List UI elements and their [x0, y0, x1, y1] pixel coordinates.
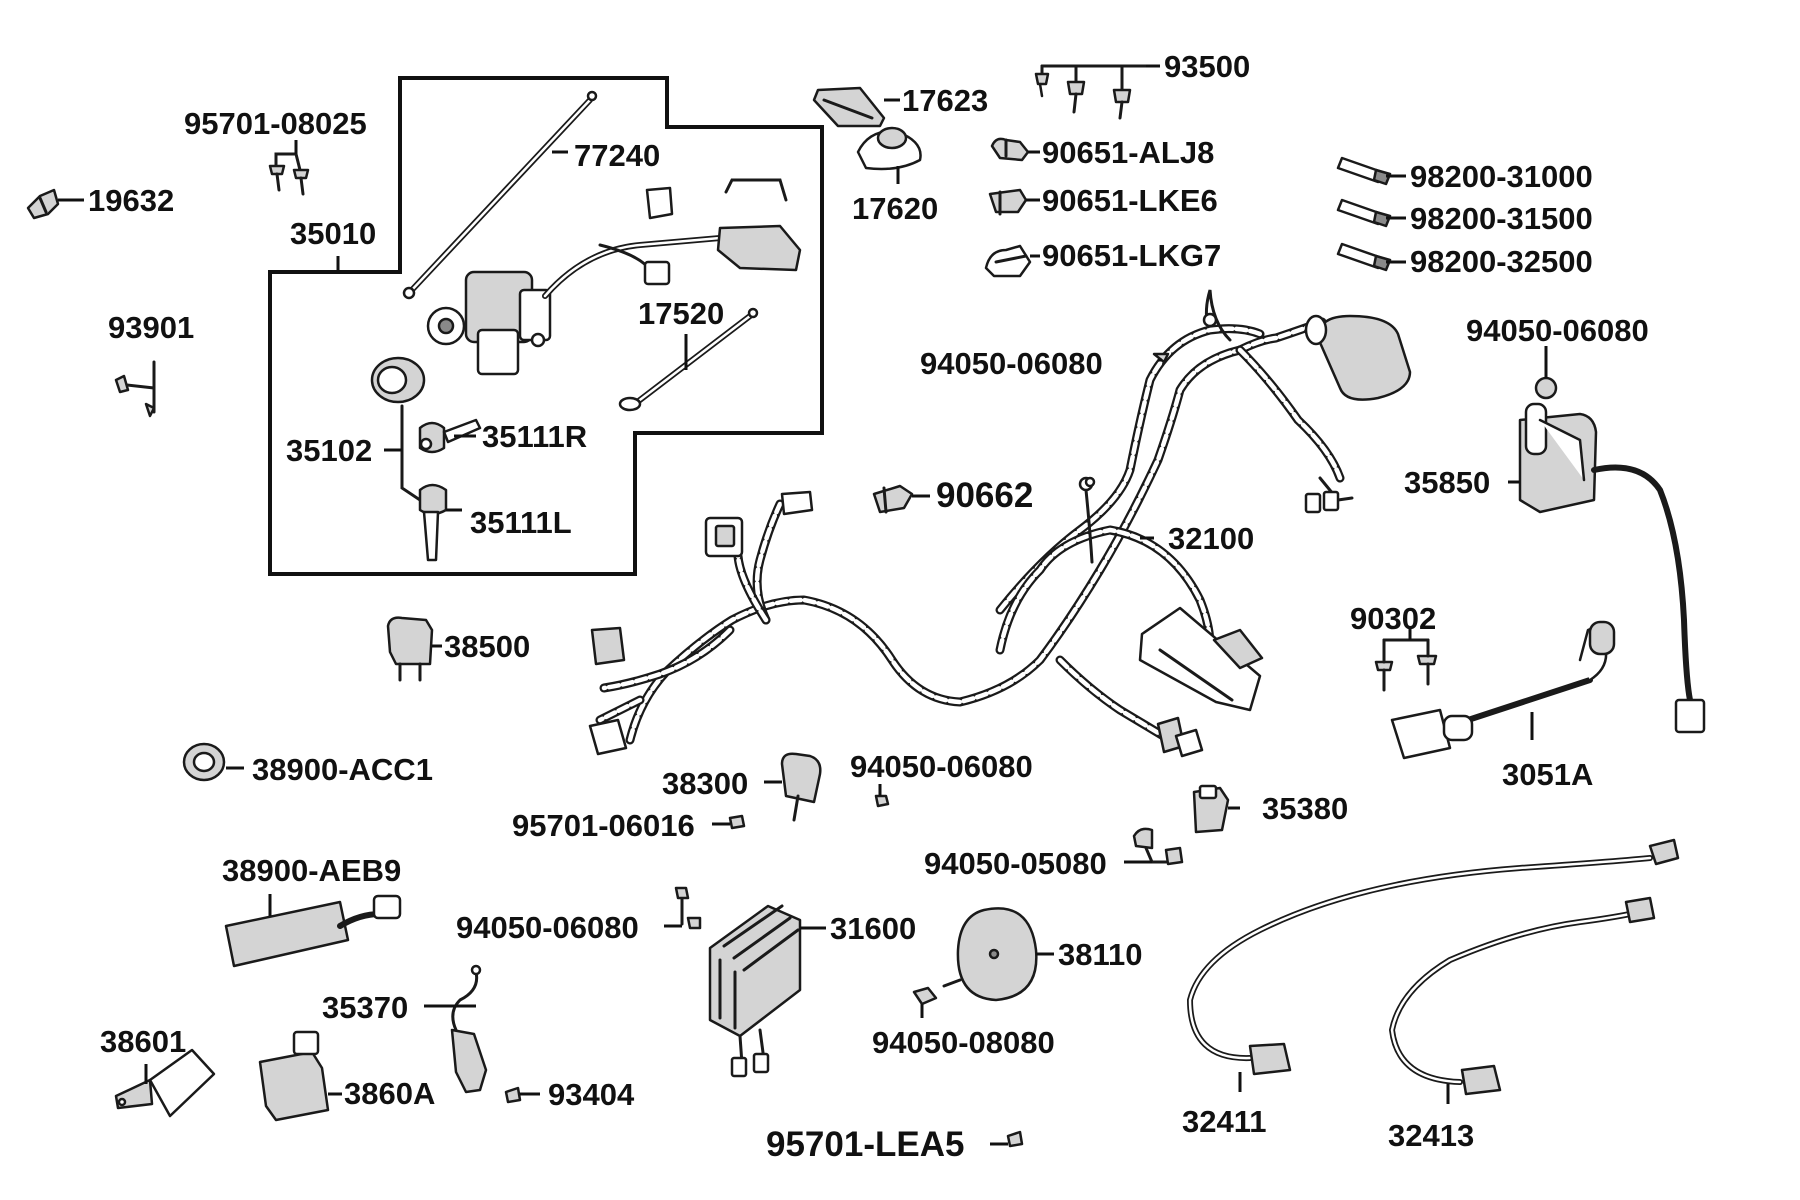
label-94050-06080-c: 94050-06080 [850, 749, 1033, 784]
label-32100: 32100 [1168, 521, 1254, 556]
clip-90651-lkg7 [984, 244, 1032, 278]
main-wiring-harness-32100 [588, 289, 1412, 758]
label-90302: 90302 [1350, 601, 1436, 636]
lock-set-assembly-outline [268, 76, 824, 576]
lock-cap-35102 [370, 356, 426, 502]
label-98200-31000: 98200-31000 [1410, 159, 1593, 194]
label-95701-06016: 95701-06016 [512, 808, 695, 843]
label-19632: 19632 [88, 183, 174, 218]
label-17520: 17520 [638, 296, 724, 331]
bracket-93901 [114, 360, 156, 418]
leader-lines [58, 64, 1548, 1146]
relay-38500 [386, 616, 434, 682]
label-94050-06080-b: 94050-06080 [1466, 313, 1649, 348]
clip-90662 [872, 484, 914, 514]
label-95701-lea5: 95701-LEA5 [766, 1125, 964, 1164]
screw-set-93500 [1034, 64, 1148, 120]
label-35380: 35380 [1262, 791, 1348, 826]
label-3860a: 3860A [344, 1076, 435, 1111]
label-32413: 32413 [1388, 1118, 1474, 1153]
label-35102: 35102 [286, 433, 372, 468]
label-17620: 17620 [852, 191, 938, 226]
socket-38900-acc1 [182, 742, 226, 782]
key-35111r [418, 418, 482, 454]
label-35850: 35850 [1404, 465, 1490, 500]
label-95701-08025: 95701-08025 [184, 106, 367, 141]
clip-90651-lke6 [988, 188, 1028, 216]
seat-cable-17520 [618, 307, 759, 412]
ignition-coil-35850 [1518, 376, 1706, 734]
key-35111l [418, 483, 448, 562]
battery-cable-32411 [1186, 838, 1680, 1076]
lock-plate-17623 [812, 86, 886, 128]
label-35370: 35370 [322, 990, 408, 1025]
label-77240: 77240 [574, 138, 660, 173]
label-32411: 32411 [1182, 1104, 1267, 1139]
label-35010: 35010 [290, 216, 376, 251]
nut-94050-06080-lower [674, 886, 702, 930]
label-93404: 93404 [548, 1077, 635, 1112]
regulator-31600 [708, 904, 802, 1078]
clip-90651-alj8 [990, 137, 1030, 162]
label-38500: 38500 [444, 629, 530, 664]
label-93901: 93901 [108, 310, 194, 345]
label-38300: 38300 [662, 766, 748, 801]
screw-94050-06080-upper [1152, 352, 1170, 364]
label-17623: 17623 [902, 83, 988, 118]
label-35111r: 35111R [482, 419, 587, 454]
label-98200-32500: 98200-32500 [1410, 244, 1593, 279]
label-31600: 31600 [830, 911, 916, 946]
bolt-95701-lea5 [1006, 1130, 1024, 1148]
bolt-set-95701-08025 [268, 140, 310, 196]
seat-lock-cable-77240 [402, 90, 598, 300]
sensor-35370 [450, 964, 488, 1094]
label-38900-acc1: 38900-ACC1 [252, 752, 433, 787]
nut-94050-06080-mid [874, 794, 890, 808]
label-90651-lkg7: 90651-LKG7 [1042, 238, 1221, 273]
spark-plug-cap-3051a [1390, 620, 1616, 760]
label-94050-05080: 94050-05080 [924, 846, 1107, 881]
fuse-98200-32500 [1336, 242, 1392, 272]
fuse-98200-31000 [1336, 156, 1392, 186]
controller-38900-aeb9 [224, 894, 402, 968]
sensor-38300 [780, 752, 822, 822]
label-90662: 90662 [936, 476, 1033, 515]
bolt-set-90302 [1374, 638, 1438, 692]
bolt-95701-06016 [728, 814, 746, 830]
part-number-labels: 93500 17623 17620 95701-08025 77240 1963… [88, 49, 1649, 1164]
bolt-93404 [504, 1086, 522, 1104]
module-3860a [258, 1030, 330, 1122]
label-94050-08080: 94050-08080 [872, 1025, 1055, 1060]
horn-38110 [942, 907, 1038, 1002]
label-90651-lke6: 90651-LKE6 [1042, 183, 1218, 218]
switch-35380 [1192, 784, 1230, 834]
label-94050-06080-d: 94050-06080 [456, 910, 639, 945]
ignition-lock-body [426, 178, 802, 376]
label-94050-06080-a: 94050-06080 [920, 346, 1103, 381]
nut-94050-08080 [912, 986, 938, 1006]
label-35111l: 35111L [470, 505, 572, 540]
nut-set-94050-05080 [1132, 827, 1184, 866]
label-90651-alj8: 90651-ALJ8 [1042, 135, 1214, 170]
label-93500: 93500 [1164, 49, 1250, 84]
label-98200-31500: 98200-31500 [1410, 201, 1593, 236]
lock-cam-17620 [856, 126, 922, 171]
battery-cable-32413 [1388, 896, 1656, 1096]
bracket-38601 [114, 1048, 216, 1118]
bracket-19632 [26, 188, 60, 220]
label-38110: 38110 [1058, 937, 1143, 972]
label-38900-aeb9: 38900-AEB9 [222, 853, 401, 888]
fuse-98200-31500 [1336, 198, 1392, 228]
label-38601: 38601 [100, 1024, 186, 1059]
label-3051a: 3051A [1502, 757, 1593, 792]
